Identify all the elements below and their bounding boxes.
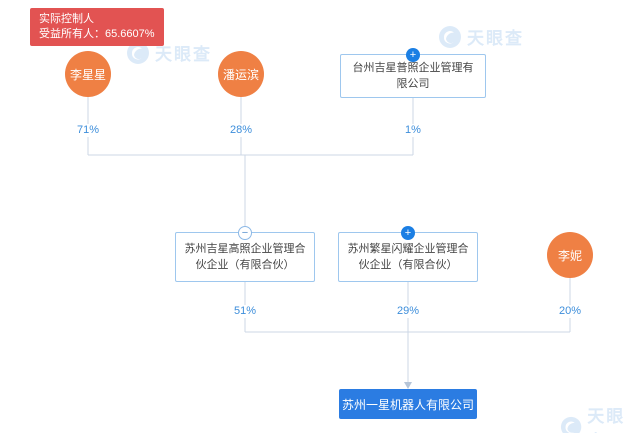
watermark: 天眼查 — [560, 402, 640, 433]
ownership-percent: 28% — [226, 124, 256, 137]
partnership-node-jixinggaozhao[interactable]: − 苏州吉星高照企业管理合伙企业（有限合伙） — [175, 226, 315, 282]
shareholder-node-lini[interactable]: 李妮 — [547, 232, 593, 278]
arrow-down-icon — [404, 382, 412, 389]
ownership-percent: 51% — [230, 305, 260, 318]
shareholder-name: 李妮 — [557, 248, 582, 263]
target-company-node[interactable]: 苏州一星机器人有限公司 — [339, 389, 477, 419]
shareholder-name: 李星星 — [69, 67, 106, 82]
beneficial-owner-percent: 受益所有人：65.6607% — [39, 28, 155, 40]
watermark: 天眼查 — [438, 24, 524, 49]
expand-icon[interactable]: + — [406, 48, 420, 62]
shareholder-node-panyunbin[interactable]: 潘运滨 — [218, 51, 264, 97]
shareholder-node-taizhou-company[interactable]: + 台州吉星普照企业管理有限公司 — [340, 48, 486, 98]
shareholder-node-lixingxing[interactable]: 李星星 — [65, 51, 111, 97]
expand-icon[interactable]: + — [401, 226, 415, 240]
shareholder-name: 潘运滨 — [222, 67, 259, 82]
watermark-text: 天眼查 — [467, 29, 524, 48]
actual-controller-title: 实际控制人 — [39, 13, 94, 25]
company-name: 苏州吉星高照企业管理合伙企业（有限合伙） — [184, 242, 306, 272]
watermark-eye-icon — [560, 416, 582, 433]
ownership-percent: 20% — [555, 305, 585, 318]
ownership-percent: 29% — [393, 305, 423, 318]
company-name: 台州吉星普照企业管理有限公司 — [352, 61, 474, 91]
watermark-eye-icon — [439, 25, 461, 48]
actual-controller-badge: 实际控制人 受益所有人：65.6607% — [30, 8, 164, 46]
watermark-text: 天眼查 — [155, 45, 212, 64]
company-name: 苏州繁星闪耀企业管理合伙企业（有限合伙） — [347, 242, 469, 272]
watermark-text: 天眼查 — [587, 407, 626, 433]
ownership-percent: 1% — [402, 124, 424, 137]
collapse-icon[interactable]: − — [238, 226, 252, 240]
ownership-percent: 71% — [73, 124, 103, 137]
partnership-node-fanxingshanyao[interactable]: + 苏州繁星闪耀企业管理合伙企业（有限合伙） — [338, 226, 478, 282]
target-company-name: 苏州一星机器人有限公司 — [341, 397, 474, 412]
